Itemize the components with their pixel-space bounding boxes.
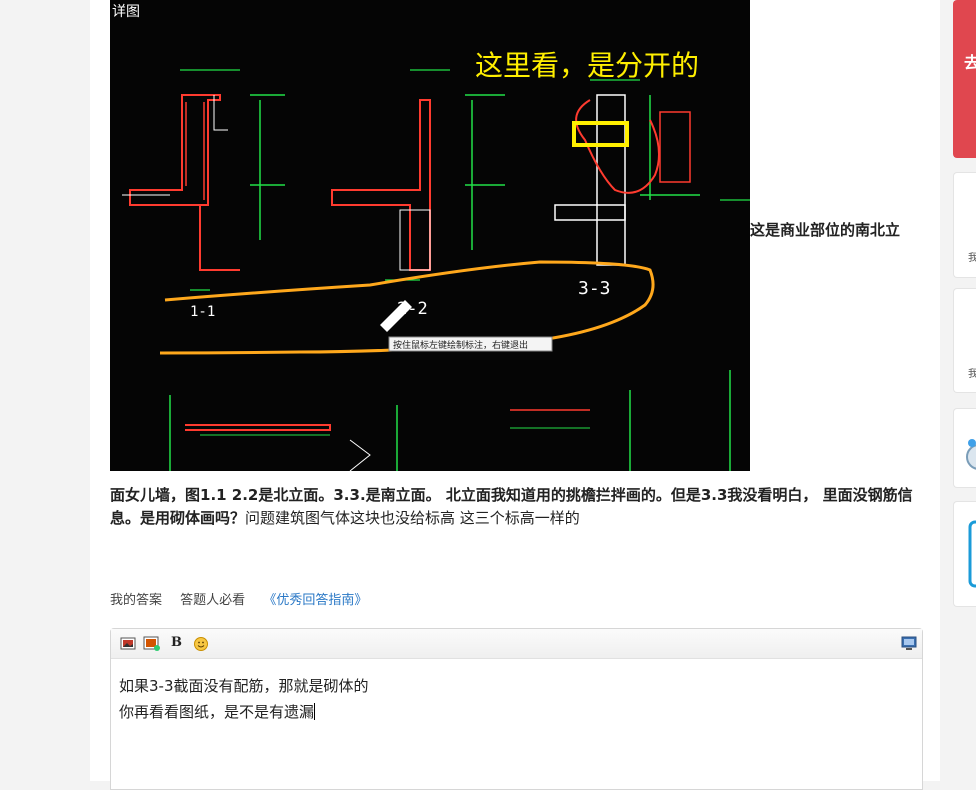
sidebar-card-2[interactable]: 我 <box>953 172 976 278</box>
sidebar-avatar-icon <box>966 439 976 470</box>
bold-button[interactable]: B <box>171 635 182 650</box>
sidebar-card-4[interactable] <box>953 408 976 488</box>
monitor-icon <box>901 636 917 650</box>
highlight-rectangle <box>572 121 629 147</box>
editor-textarea[interactable]: 如果3-3截面没有配筋，那就是砌体的 你再看看图纸，是不是有遗漏 <box>111 659 922 739</box>
sidebar-promo-banner[interactable]: 去 <box>953 0 976 158</box>
question-text-normal: 问题建筑图气体这块也没给标高 这三个标高一样的 <box>245 509 580 527</box>
section-3-3-drawing: 3-3 <box>554 79 750 299</box>
emoji-button[interactable] <box>193 636 209 651</box>
sidebar-card-3[interactable]: 我 <box>953 288 976 393</box>
annotation-text: 这里看，是分开的 <box>475 49 699 82</box>
drawing-tooltip <box>388 336 553 352</box>
cad-drawing-image[interactable]: 详图 1-1 2-2 <box>110 0 750 471</box>
sidebar-card-5[interactable] <box>953 501 976 607</box>
drawing-tooltip-text: 按住鼠标左键绘制标注，右键退出 <box>393 339 528 351</box>
must-read-label: 答题人必看 <box>180 593 246 608</box>
section-label-3-3: 3-3 <box>578 278 611 299</box>
section-1-1-drawing: 1-1 <box>122 69 285 320</box>
photo-upload-icon <box>143 636 160 651</box>
question-text-block: 面女儿墙，图1.1 2.2是北立面。3.3.是南立面。 北立面我知道用的挑檐拦拌… <box>110 484 922 530</box>
answer-editor: B 如果3-3截面没有配筋，那就是砌体的 你再看看图纸，是不是有遗漏 <box>110 628 923 790</box>
fullscreen-button[interactable] <box>901 636 917 651</box>
question-text-inline: 这是商业部位的南北立 <box>750 221 901 239</box>
sidebar-banner-text: 去 <box>964 49 976 73</box>
question-text-bold: 面女儿墙，图1.1 2.2是北立面。3.3.是南立面。 北立面我知道用的挑檐拦拌… <box>110 486 913 527</box>
image-icon <box>120 637 136 650</box>
answer-nav: 我的答案 答题人必看 《优秀回答指南》 <box>110 589 381 608</box>
answer-guide-link[interactable]: 《优秀回答指南》 <box>263 593 368 608</box>
sidebar-card-3-text: 我 <box>968 365 976 380</box>
cad-drawing-svg: 详图 1-1 2-2 <box>112 4 750 471</box>
sidebar-card-2-text: 我 <box>968 249 976 264</box>
section-label-1-1: 1-1 <box>190 304 215 320</box>
section-2-2-drawing: 2-2 <box>331 69 505 332</box>
insert-photo-button[interactable] <box>143 636 160 651</box>
sidebar-app-icon <box>968 520 976 588</box>
smiley-icon <box>194 637 208 651</box>
editor-line-2: 你再看看图纸，是不是有遗漏 <box>119 703 315 721</box>
text-caret <box>314 703 316 720</box>
my-answer-label: 我的答案 <box>110 593 163 608</box>
cad-title-corner: 详图 <box>112 4 140 20</box>
bottom-plan-drawing <box>169 370 731 471</box>
editor-line-2-wrap: 你再看看图纸，是不是有遗漏 <box>119 699 914 725</box>
editor-toolbar: B <box>111 629 922 659</box>
insert-image-button[interactable] <box>120 636 136 651</box>
editor-line-1: 如果3-3截面没有配筋，那就是砌体的 <box>119 677 369 695</box>
